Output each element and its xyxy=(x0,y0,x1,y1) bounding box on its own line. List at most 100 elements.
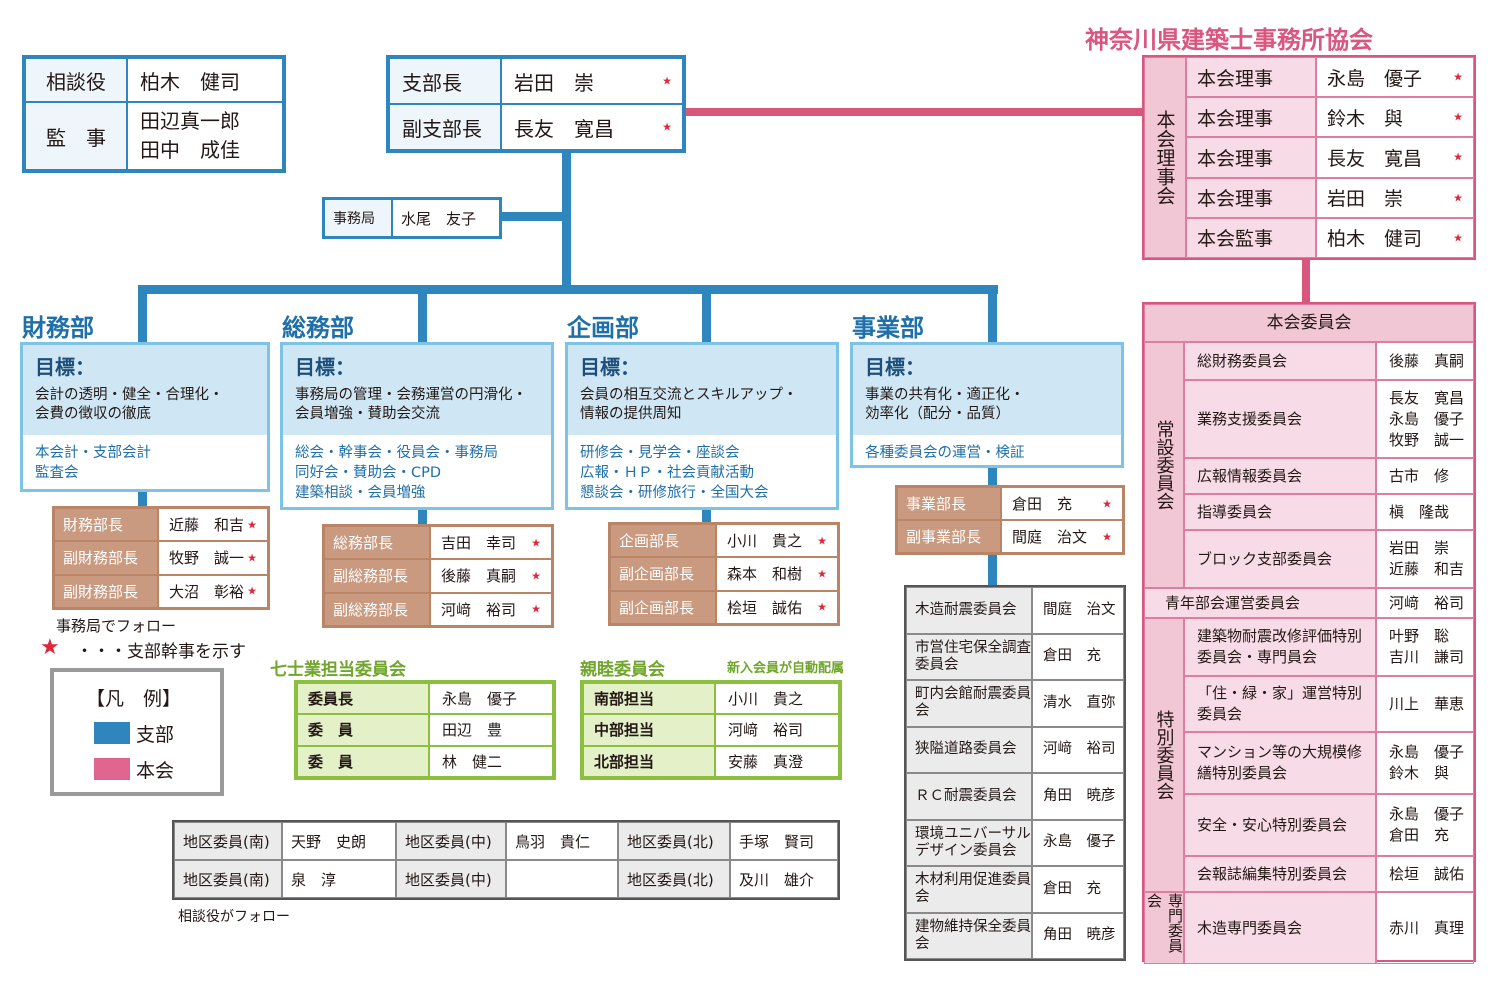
role-label: 財務部長 xyxy=(54,508,158,542)
star-icon: ★ xyxy=(1102,530,1112,543)
activity-line: 各種委員会の運営・検証 xyxy=(865,445,1025,461)
activity-line: 本会計・支部会計 xyxy=(35,445,151,461)
person-name: 河﨑 裕司 xyxy=(715,714,839,746)
person-name: 河﨑 裕司★ xyxy=(430,592,552,626)
committee-member: 川上 華恵 xyxy=(1376,676,1474,732)
role-label: 本会理事 xyxy=(1186,177,1316,218)
connector-line xyxy=(702,285,711,345)
committee-member: 永島 優子 xyxy=(1032,819,1124,866)
committee-member: 永島 優子 xyxy=(1389,805,1465,823)
connector-line xyxy=(138,285,147,345)
star-icon: ★ xyxy=(247,584,257,598)
goal-line: 会費の徴収の徹底 xyxy=(35,406,151,422)
dept-title: 総務部 xyxy=(282,314,354,342)
goal-line: 情報の提供周知 xyxy=(580,406,682,422)
standing-label: 常設委員会 xyxy=(1144,342,1184,588)
star-icon: ★ xyxy=(1102,497,1112,510)
committee-member: 近藤 和吉 xyxy=(1389,560,1465,578)
committee-member: 槇 隆哉 xyxy=(1376,494,1474,530)
person-name: 桧垣 誠佑★ xyxy=(716,590,838,624)
activity-line: 監査会 xyxy=(35,465,79,481)
legend-swatch-branch xyxy=(94,722,130,744)
person-name: 森本 和樹★ xyxy=(716,557,838,591)
star-icon: ★ xyxy=(1453,231,1463,245)
committee-members: 岩田 崇 近藤 和吉 xyxy=(1376,530,1474,588)
committee-member: 牧野 誠一 xyxy=(1389,430,1465,449)
star-icon: ★ xyxy=(1453,70,1463,84)
finance-roles-box: 財務部長 近藤 和吉★ 副財務部長 牧野 誠一★ 副財務部長 大沼 彰裕★ xyxy=(52,506,270,610)
committee-member: 角田 暁彦 xyxy=(1032,912,1124,959)
activity-line: 研修会・見学会・座談会 xyxy=(580,445,740,461)
committee-name: マンション等の大規模修繕特別委員会 xyxy=(1184,732,1376,794)
role-label: 相談役 xyxy=(25,58,127,102)
district-label: 地区委員(南) xyxy=(174,860,282,898)
committee-member: 古市 修 xyxy=(1376,458,1474,494)
person-name: 吉田 幸司★ xyxy=(430,526,552,560)
star-icon: ★ xyxy=(1453,150,1463,164)
activity-line: 懇談会・研修旅行・全国大会 xyxy=(580,485,769,501)
role-label: 支部長 xyxy=(389,58,501,104)
dept-title: 財務部 xyxy=(22,314,94,342)
person-name: 岩田 崇★ xyxy=(501,58,683,104)
committee-member: 赤川 真理 xyxy=(1376,892,1474,964)
goal-heading: 目標： xyxy=(580,355,640,379)
connector-line xyxy=(418,508,427,526)
goal-line: 会計の透明・健全・合理化・ xyxy=(35,387,224,403)
district-note: 相談役がフォロー xyxy=(178,909,290,925)
finance-note: 事務局でフォロー xyxy=(56,617,177,635)
legend-box: 【凡 例】 支部 本会 xyxy=(50,668,224,796)
star-icon: ★ xyxy=(531,536,541,550)
committee-name: ＲＣ耐震委員会 xyxy=(906,773,1032,820)
district-member: 手塚 賢司 xyxy=(730,822,838,860)
role-label: 監 事 xyxy=(25,102,127,170)
district-label: 地区委員(中) xyxy=(396,860,506,898)
district-label: 地区委員(北) xyxy=(618,822,730,860)
person-name: 林 健二 xyxy=(429,745,553,777)
star-icon: ★ xyxy=(531,569,541,583)
star-legend-text: ・・・支部幹事を示す xyxy=(76,642,246,662)
committee-member: 倉田 充 xyxy=(1389,826,1450,844)
committee-name: 安全・安心特別委員会 xyxy=(1184,794,1376,856)
connector-line xyxy=(702,508,711,526)
planning-roles-box: 企画部長 小川 貴之★ 副企画部長 森本 和樹★ 副企画部長 桧垣 誠佑★ xyxy=(608,522,840,626)
connector-line xyxy=(138,490,147,508)
committee-name: 市営住宅保全調査委員会 xyxy=(906,633,1032,680)
person-name: 小川 貴之★ xyxy=(716,524,838,558)
role-label: 副企画部長 xyxy=(610,590,716,624)
business-committees-table: 木造耐震委員会 間庭 治文 市営住宅保全調査委員会 倉田 充 町内会館耐震委員会… xyxy=(904,585,1126,961)
person-name: 永島 優子 xyxy=(429,683,553,715)
star-icon: ★ xyxy=(40,635,60,660)
district-label: 地区委員(中) xyxy=(396,822,506,860)
activity-line: 総会・幹事会・役員会・事務局 xyxy=(295,445,498,461)
goal-heading: 目標： xyxy=(295,355,355,379)
person-name: 田辺真一郎 xyxy=(140,109,240,133)
legend-title: 【凡 例】 xyxy=(86,688,182,710)
role-label: 中部担当 xyxy=(583,714,715,746)
star-icon: ★ xyxy=(817,567,827,581)
person-name: 水尾 友子 xyxy=(392,199,500,237)
committee-name: 建築物耐震改修評価特別委員会・専門員会 xyxy=(1184,618,1376,676)
committee-name: 町内会館耐震委員会 xyxy=(906,680,1032,727)
expert-label: 専門委員会 xyxy=(1144,892,1184,964)
person-name: 間庭 治文★ xyxy=(1001,520,1123,553)
star-icon: ★ xyxy=(247,551,257,565)
role-label: 委 員 xyxy=(297,745,429,777)
business-roles-box: 事業部長 倉田 充★ 副事業部長 間庭 治文★ xyxy=(895,485,1125,555)
dept-goal-box: 目標： 会計の透明・健全・合理化・ 会費の徴収の徹底 本会計・支部会計 監査会 xyxy=(20,342,270,492)
committee-name: 広報情報委員会 xyxy=(1184,458,1376,494)
committee-name: 指導委員会 xyxy=(1184,494,1376,530)
committee-member: 後藤 真嗣 xyxy=(1376,342,1474,380)
person-name: 大沼 彰裕★ xyxy=(158,574,268,608)
legend-label: 本会 xyxy=(136,760,175,782)
star-icon: ★ xyxy=(662,120,672,134)
goal-line: 事業の共有化・適正化・ xyxy=(865,387,1025,403)
dept-goal-box: 目標： 事業の共有化・適正化・ 効率化（配分・品質） 各種委員会の運営・検証 xyxy=(850,342,1124,468)
district-table: 地区委員(南) 天野 史朗 地区委員(中) 鳥羽 貴仁 地区委員(北) 手塚 賢… xyxy=(172,820,840,900)
district-member: 鳥羽 貴仁 xyxy=(506,822,618,860)
committee-member: 永島 優子 xyxy=(1389,409,1465,428)
district-label: 地区委員(南) xyxy=(174,822,282,860)
committee-name: 総財務委員会 xyxy=(1184,342,1376,380)
district-member: 泉 淳 xyxy=(282,860,396,898)
committee-name: 「住・緑・家」運営特別委員会 xyxy=(1184,676,1376,732)
role-label: 北部担当 xyxy=(583,745,715,777)
